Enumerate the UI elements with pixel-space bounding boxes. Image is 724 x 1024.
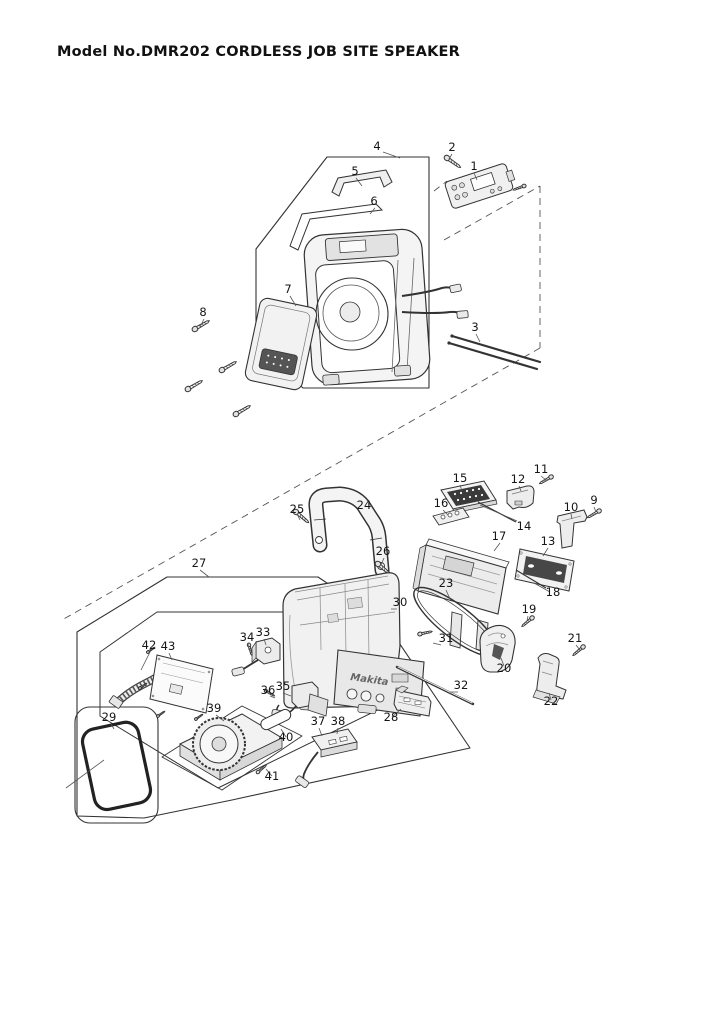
part-10-bracket [557, 510, 587, 548]
part-label-8: 8 [199, 305, 206, 319]
part-label-20: 20 [497, 661, 512, 675]
part-label-16: 16 [434, 496, 449, 510]
part-31-screw [417, 629, 433, 637]
part-label-42: 42 [142, 638, 157, 652]
part-28-battery-door [394, 686, 431, 716]
part-label-38: 38 [331, 714, 346, 728]
part-label-25: 25 [290, 502, 305, 516]
part-label-26: 26 [376, 544, 391, 558]
part-label-7: 7 [284, 282, 291, 296]
part-4-speaker-unit [303, 228, 468, 386]
part-label-39: 39 [207, 701, 222, 715]
part-label-9: 9 [590, 493, 597, 507]
part-label-35: 35 [276, 679, 291, 693]
part-12-clip [507, 486, 534, 509]
part-label-30: 30 [393, 595, 408, 609]
part-label-28: 28 [384, 710, 399, 724]
part-37-38-usb-box [295, 729, 357, 788]
part-label-13: 13 [541, 534, 556, 548]
part-22-bracket [533, 654, 566, 705]
part-21-screw [571, 643, 587, 658]
panel-side-screw [512, 183, 527, 193]
brand-logo-text: Makita [350, 672, 390, 688]
part-label-4: 4 [373, 139, 380, 153]
part-2-screw [442, 153, 463, 171]
part-label-24: 24 [357, 498, 372, 512]
part-43-circuit-board [137, 645, 213, 722]
part-label-15: 15 [453, 471, 468, 485]
part-label-29: 29 [102, 710, 117, 724]
part-label-27: 27 [192, 556, 207, 570]
part-16-rubber-strip [433, 508, 469, 525]
part-label-12: 12 [511, 472, 526, 486]
part-label-36: 36 [261, 683, 276, 697]
part-label-3: 3 [471, 320, 478, 334]
part-label-18: 18 [546, 585, 561, 599]
page-title: Model No.DMR202 CORDLESS JOB SITE SPEAKE… [57, 44, 460, 60]
part-label-21: 21 [568, 631, 583, 645]
part-label-10: 10 [564, 500, 579, 514]
part-40-slot [259, 708, 293, 732]
part-label-22: 22 [544, 694, 559, 708]
part-label-6: 6 [370, 194, 377, 208]
part-label-32: 32 [454, 678, 469, 692]
part-20-bumper [480, 625, 515, 672]
part-label-31: 31 [439, 631, 454, 645]
part-39-speaker-tray [180, 714, 282, 780]
part-label-34: 34 [240, 630, 255, 644]
part-label-19: 19 [522, 602, 537, 616]
part-label-5: 5 [351, 164, 358, 178]
part-9-screw [586, 507, 603, 520]
upper-assembly-boundary [256, 157, 429, 388]
part-label-40: 40 [279, 730, 294, 744]
part-5-bracket [332, 170, 392, 196]
part-15-keypad [441, 481, 497, 513]
part-label-2: 2 [448, 140, 455, 154]
part-24-handle [314, 494, 385, 570]
part-label-17: 17 [492, 529, 507, 543]
part-label-1: 1 [470, 159, 477, 173]
part-label-14: 14 [517, 519, 532, 533]
part-1-control-panel [444, 162, 517, 210]
part-label-37: 37 [311, 714, 326, 728]
part-label-33: 33 [256, 625, 271, 639]
part-35-connector [272, 682, 328, 717]
part-3-rods [447, 334, 540, 369]
part-label-23: 23 [439, 576, 454, 590]
part-13-display-bezel [515, 549, 574, 591]
part-7-battery-cover [244, 297, 318, 391]
leader-lines [66, 152, 596, 788]
part-18-pin [516, 570, 546, 588]
part-label-41: 41 [265, 769, 280, 783]
part-32-rod [397, 667, 473, 704]
part-6-wire [290, 204, 382, 250]
part-29-gasket-ring [80, 720, 153, 812]
part-8-screws [183, 317, 253, 419]
part-33-jack [231, 638, 280, 676]
part-label-43: 43 [161, 639, 176, 653]
part-label-11: 11 [534, 462, 549, 476]
